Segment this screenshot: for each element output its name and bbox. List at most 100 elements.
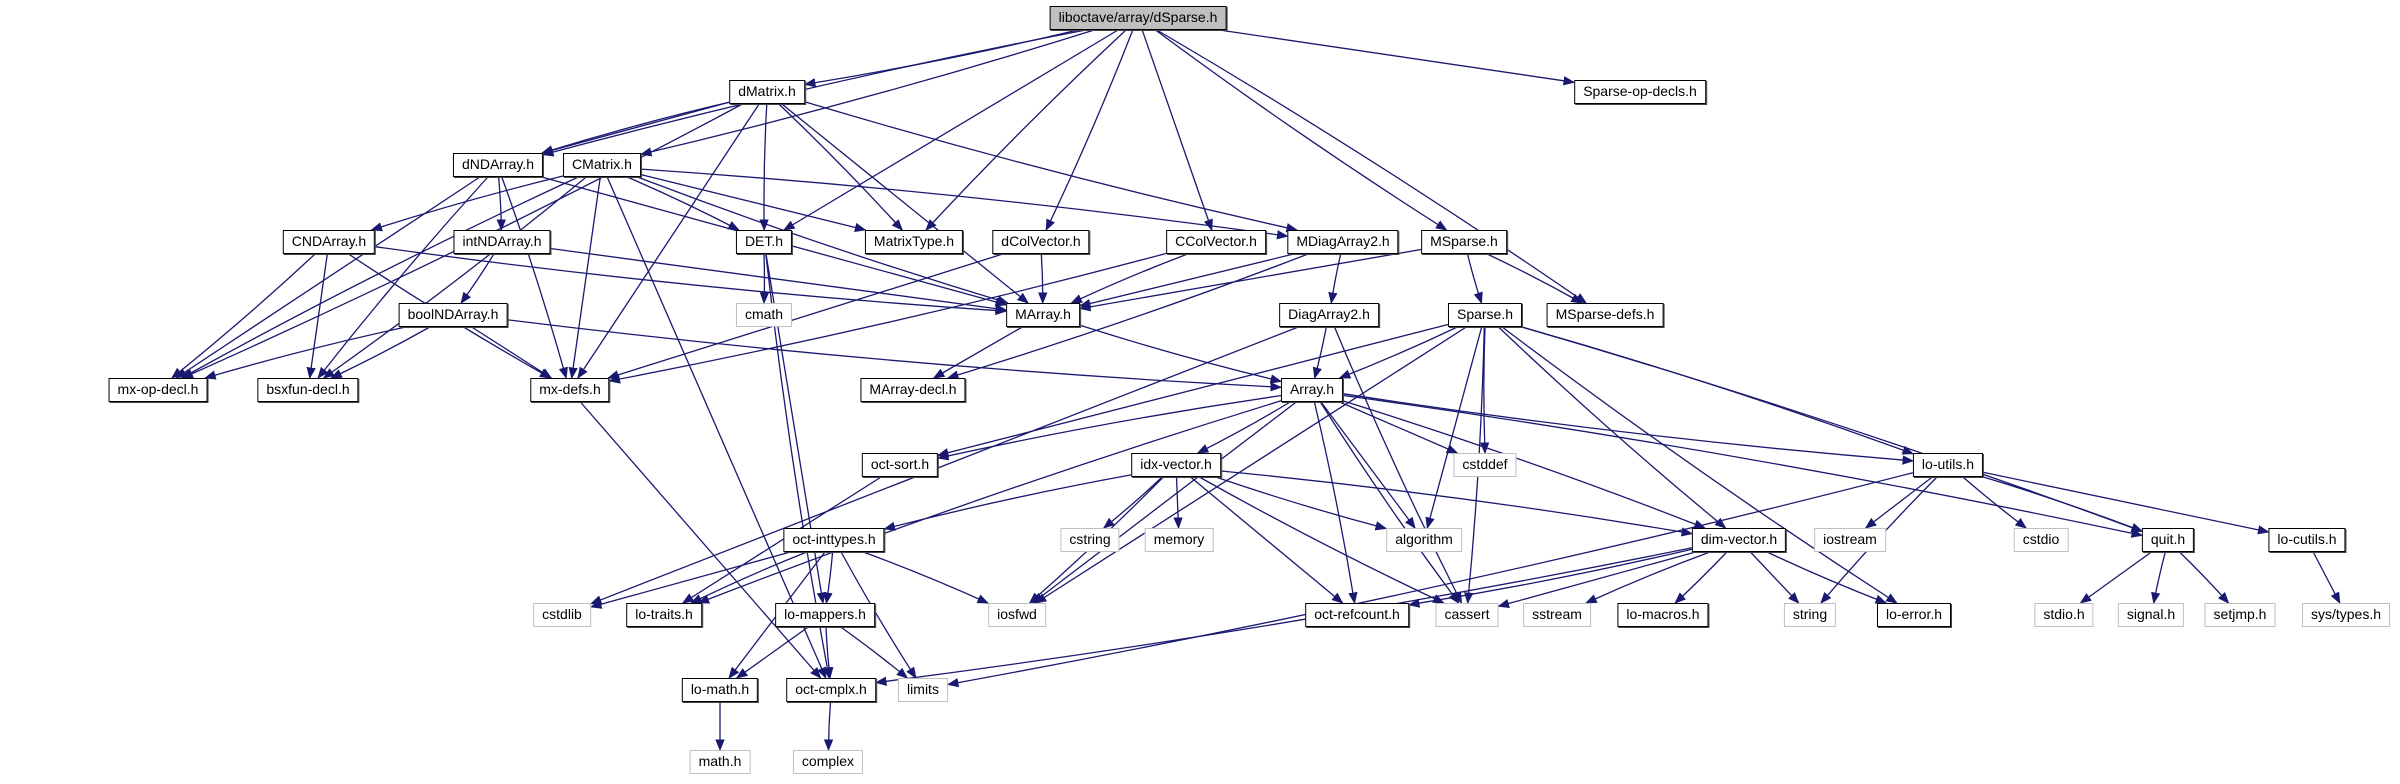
edge-Array-to-loTraits [697,400,1282,604]
edge-intNDArray-to-boolNDArray [460,253,495,304]
edge-dMatrix-to-DET [759,103,769,232]
edge-quit-to-stdioh [2079,551,2152,604]
node-dNDArray[interactable]: dNDArray.h [452,153,544,177]
node-Array[interactable]: Array.h [1280,378,1344,402]
edge-DiagArray2-to-cassert [1333,326,1463,605]
edge-dimVector-to-octCmplx [874,547,1693,686]
node-DET[interactable]: DET.h [735,230,793,254]
edge-loMappers-to-octCmplx [824,626,834,680]
edge-Sparse-to-iosfwd [1034,326,1467,604]
node-octInttypes[interactable]: oct-inttypes.h [783,528,885,552]
node-dimVector[interactable]: dim-vector.h [1691,528,1787,552]
node-octRefcount[interactable]: oct-refcount.h [1305,603,1409,627]
edge-MSparse-to-MSparseDefs [1486,253,1583,304]
edge-dNDArray-to-mxOpDecl [175,176,481,379]
node-Sparse[interactable]: Sparse.h [1447,303,1523,327]
edge-quit-to-setjmph [2179,551,2230,604]
edge-dMatrix-to-MDiagArray2 [804,101,1299,233]
node-CNDArray[interactable]: CNDArray.h [282,230,376,254]
edge-idxVector-to-cassert [1198,476,1445,604]
edge-Sparse-to-Array [1338,326,1458,379]
node-cstdlib: cstdlib [533,603,591,627]
edge-octCmplx-to-complex [823,701,834,752]
edge-dMatrix-to-dNDArray [541,101,730,155]
node-MatrixType[interactable]: MatrixType.h [864,230,964,254]
node-loError[interactable]: lo-error.h [1876,603,1952,627]
edge-dimVector-to-loMacros [1674,551,1728,604]
edge-boolNDArray-to-mxDefs [471,326,553,379]
edge-root-to-MatrixType [925,29,1127,231]
node-DiagArray2[interactable]: DiagArray2.h [1279,303,1379,327]
node-mathh: math.h [689,750,751,774]
edge-dColVector-to-MArray [1038,253,1048,305]
edge-DiagArray2-to-Array [1312,326,1327,380]
node-loUtils[interactable]: lo-utils.h [1912,453,1984,477]
edge-CMatrix-to-DET [626,176,740,231]
node-intNDArray[interactable]: intNDArray.h [453,230,551,254]
node-loTraits[interactable]: lo-traits.h [626,603,702,627]
edge-CMatrix-to-MArray [637,176,1009,305]
edge-Array-to-iosfwd [1031,401,1297,604]
edge-boolNDArray-to-mxOpDecl [204,326,406,380]
edge-loUtils-to-loCutils [1982,471,2270,535]
edge-MSparse-to-MArray [1078,248,1422,312]
edge-CMatrix-to-MatrixType [640,173,867,233]
edge-loUtils-to-cstdio [1962,476,2028,529]
node-octSort[interactable]: oct-sort.h [861,453,939,477]
node-SparseOpDecls[interactable]: Sparse-op-decls.h [1574,80,1706,104]
edge-dMatrix-to-mxDefs [577,103,760,379]
node-limits: limits [898,678,948,702]
edge-loMappers-to-loMath [735,626,809,679]
edge-quit-to-signalh [2151,551,2166,605]
node-signalh: signal.h [2117,603,2185,627]
node-memory: memory [1144,528,1214,552]
edge-loUtils-to-limits [946,472,1914,688]
node-complex: complex [792,750,864,774]
node-bsxfunDecl[interactable]: bsxfun-decl.h [257,378,359,402]
node-cstdio: cstdio [2013,528,2069,552]
node-dColVector[interactable]: dColVector.h [992,230,1090,254]
node-quit[interactable]: quit.h [2141,528,2195,552]
edge-root-to-CColVector [1141,29,1213,232]
node-setjmph: setjmp.h [2204,603,2276,627]
node-MArrayDecl[interactable]: MArray-decl.h [860,378,966,402]
node-dMatrix[interactable]: dMatrix.h [729,80,805,104]
node-mxDefs[interactable]: mx-defs.h [530,378,610,402]
edge-octInttypes-to-loMappers [823,551,834,605]
edge-Array-to-dimVector [1342,400,1706,529]
edge-boolNDArray-to-bsxfunDecl [330,326,431,379]
node-loMacros[interactable]: lo-macros.h [1617,603,1709,627]
node-CMatrix[interactable]: CMatrix.h [563,153,641,177]
edge-Sparse-to-loUtils [1521,326,1915,455]
edge-Array-to-cassert [1319,401,1460,604]
node-algorithm: algorithm [1386,528,1462,552]
node-MDiagArray2[interactable]: MDiagArray2.h [1287,230,1399,254]
node-idxVector[interactable]: idx-vector.h [1131,453,1221,477]
edge-root-to-DET [782,29,1119,231]
node-stdioh: stdio.h [2034,603,2094,627]
edge-Array-to-octRefcount [1313,401,1358,605]
node-sstream: sstream [1523,603,1591,627]
node-loCutils[interactable]: lo-cutils.h [2268,528,2346,552]
edge-Array-to-cstddef [1339,401,1459,454]
node-loMappers[interactable]: lo-mappers.h [775,603,875,627]
edge-idxVector-to-memory [1173,476,1183,530]
node-octCmplx[interactable]: oct-cmplx.h [786,678,876,702]
edge-dimVector-to-string [1749,551,1800,604]
node-MSparseDefs[interactable]: MSparse-defs.h [1546,303,1664,327]
edge-dMatrix-to-dNDArray [541,101,730,155]
edge-CNDArray-to-MArray [374,246,1008,316]
node-MSparse[interactable]: MSparse.h [1421,230,1507,254]
node-loMath[interactable]: lo-math.h [681,678,759,702]
node-MArray[interactable]: MArray.h [1006,303,1080,327]
node-root[interactable]: liboctave/array/dSparse.h [1049,6,1227,30]
node-CColVector[interactable]: CColVector.h [1166,230,1266,254]
edge-octInttypes-to-limits [840,551,917,679]
node-cstddef: cstddef [1453,453,1517,477]
edge-loUtils-to-quit [1982,476,2144,532]
node-boolNDArray[interactable]: boolNDArray.h [398,303,508,327]
edge-CMatrix-to-bsxfunDecl [322,176,587,379]
node-mxOpDecl[interactable]: mx-op-decl.h [108,378,208,402]
